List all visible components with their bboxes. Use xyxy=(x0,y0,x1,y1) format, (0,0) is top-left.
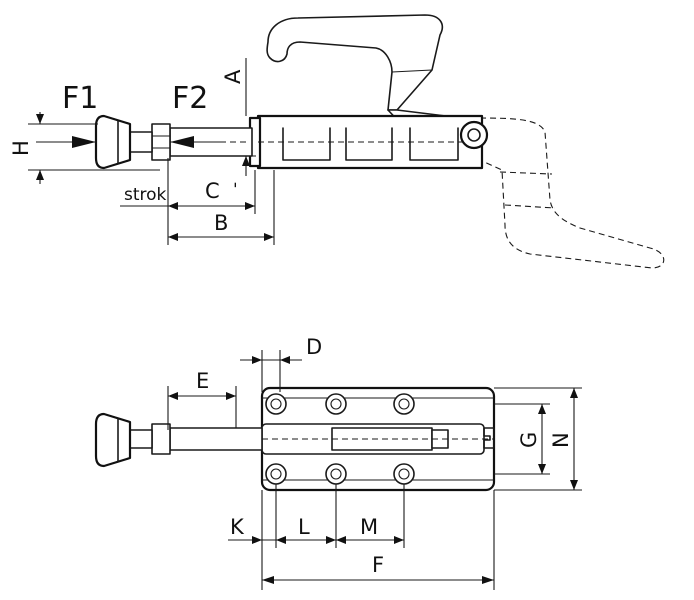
side-view: F1 F2 H A - strok C B xyxy=(9,14,665,269)
label-k: K xyxy=(230,515,245,539)
body-recess-1 xyxy=(282,127,331,161)
label-f1: F1 xyxy=(62,81,98,116)
plunger-nut-top xyxy=(151,423,171,455)
f2-arrow xyxy=(170,136,194,148)
top-view: D E G N K L M xyxy=(94,335,582,590)
body-recess-3 xyxy=(409,127,459,161)
label-h: H xyxy=(9,140,33,156)
label-l: L xyxy=(298,515,310,539)
label-n: N xyxy=(549,432,573,448)
plunger-rod-top xyxy=(169,427,263,451)
label-e: E xyxy=(196,369,209,393)
threaded-stud-top xyxy=(129,429,153,449)
lower-handle-phantom xyxy=(479,117,665,269)
mount-hole xyxy=(393,463,415,485)
mount-hole xyxy=(265,393,287,415)
f1-arrow xyxy=(72,136,96,148)
pivot-pin-inner xyxy=(467,128,481,142)
upper-handle xyxy=(266,14,444,111)
slot-end-notch xyxy=(483,427,495,449)
threaded-stud xyxy=(129,131,153,153)
svg-text:-: - xyxy=(225,182,245,188)
spindle-cap xyxy=(94,114,132,170)
label-m: M xyxy=(360,515,378,539)
phantom-grip-line-2 xyxy=(504,204,556,209)
mount-hole xyxy=(393,393,415,415)
label-d: D xyxy=(306,335,322,359)
handle-grip-line xyxy=(391,69,433,73)
label-c: C xyxy=(205,179,220,203)
label-a: A xyxy=(221,69,245,84)
label-f2: F2 xyxy=(172,81,208,116)
label-f: F xyxy=(372,553,384,577)
plunger-nut xyxy=(151,123,171,161)
mount-hole xyxy=(325,463,347,485)
mount-hole xyxy=(265,463,287,485)
label-strok: strok xyxy=(124,185,167,205)
phantom-grip-line-1 xyxy=(499,171,553,175)
mount-hole xyxy=(325,393,347,415)
label-b: B xyxy=(214,211,228,235)
body-recess-2 xyxy=(345,127,393,161)
label-g: G xyxy=(517,432,541,448)
spindle-cap-top xyxy=(94,412,132,468)
